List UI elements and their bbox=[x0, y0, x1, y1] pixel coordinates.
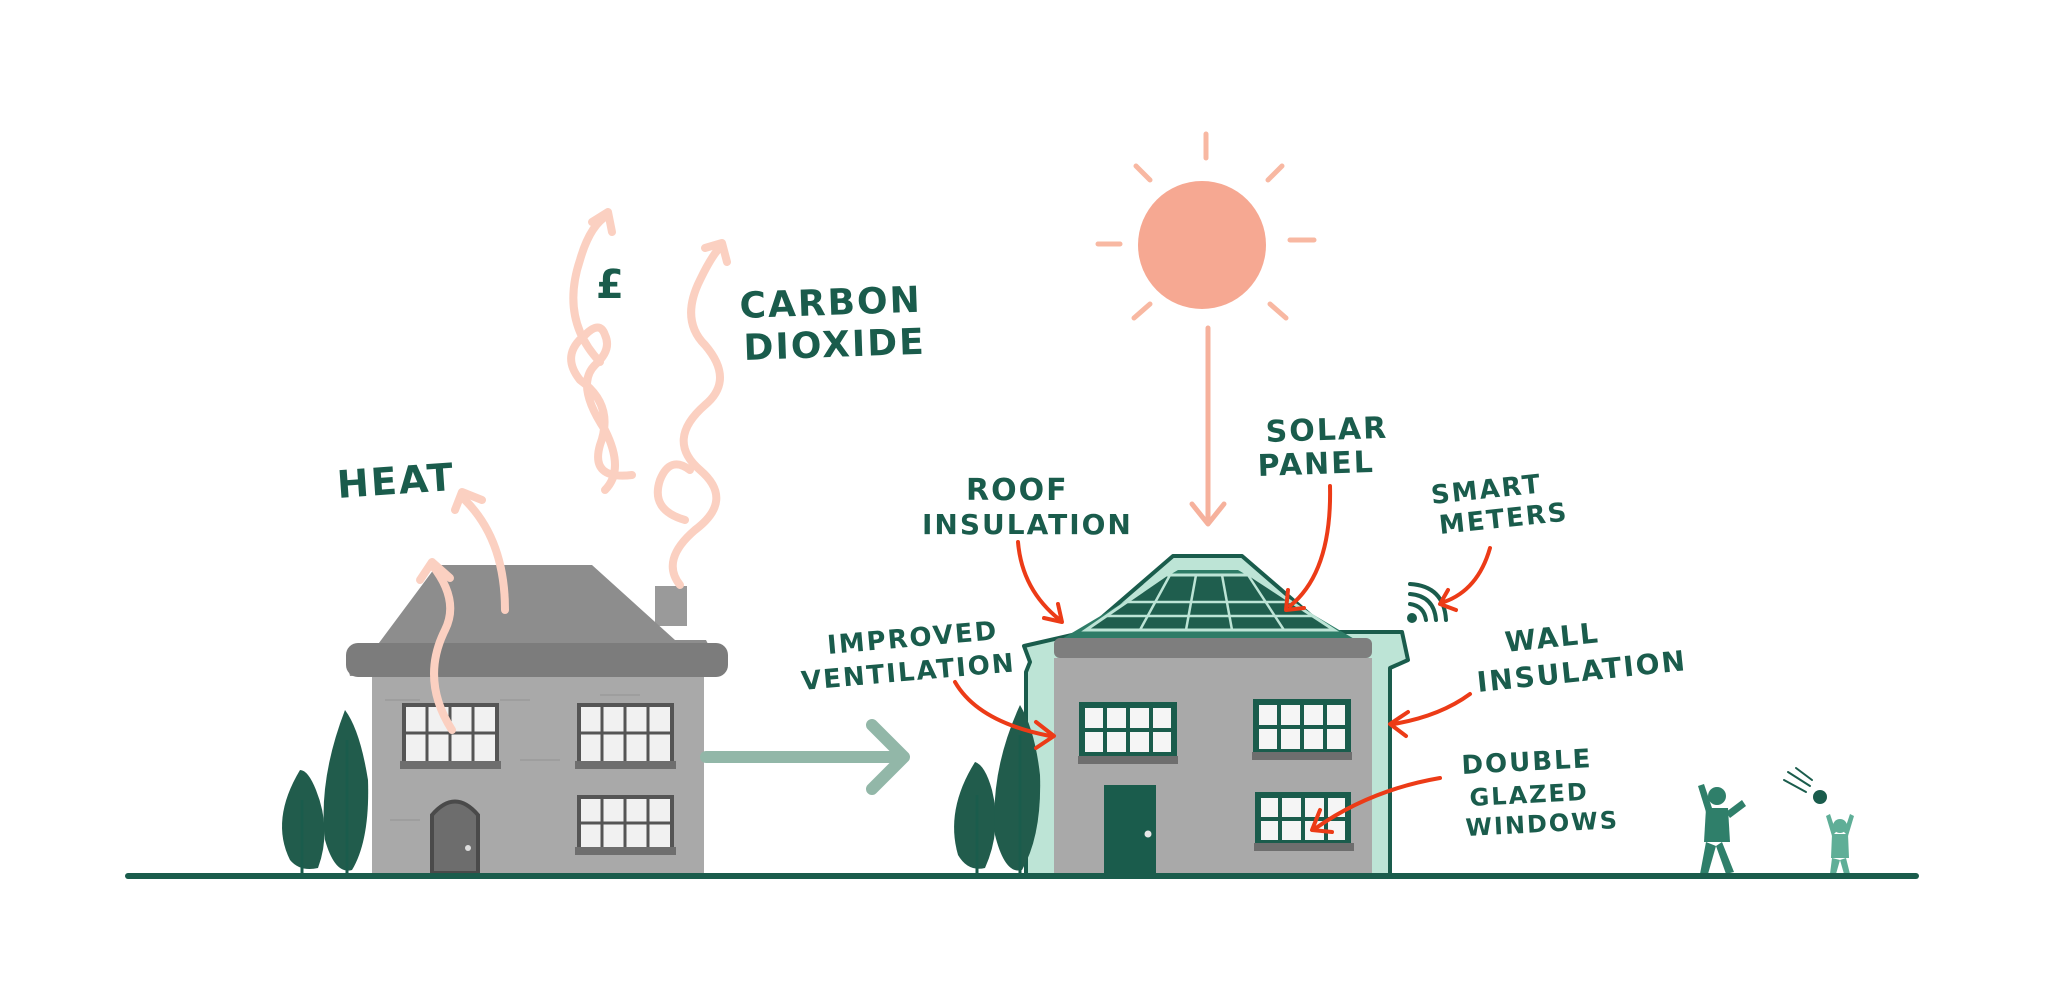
old-door bbox=[430, 799, 480, 875]
label-glazed-line2: GLAZED bbox=[1469, 778, 1590, 812]
carbon-arrow bbox=[668, 241, 726, 589]
new-eaves bbox=[1054, 638, 1372, 658]
person-adult bbox=[1698, 784, 1746, 874]
old-door-knob bbox=[465, 845, 471, 851]
label-roof-line2: INSULATION bbox=[922, 508, 1133, 541]
label-glazed-line3: WINDOWS bbox=[1465, 806, 1620, 842]
new-tree-tall bbox=[994, 705, 1041, 871]
person-child bbox=[1826, 814, 1854, 874]
new-door bbox=[1104, 785, 1156, 875]
wall-insulation-arrow bbox=[1392, 692, 1472, 726]
label-glazed-line1: DOUBLE bbox=[1461, 744, 1593, 781]
ventilation-arrow bbox=[953, 680, 1052, 738]
label-carbon-line2: DIOXIDE bbox=[743, 322, 927, 369]
annotation-arrows bbox=[953, 484, 1492, 834]
old-house bbox=[346, 565, 728, 875]
label-solar-line1: SOLAR bbox=[1265, 411, 1389, 450]
label-solar-line2: PANEL bbox=[1257, 445, 1375, 484]
label-carbon-line1: CARBON bbox=[739, 280, 923, 327]
sun-icon bbox=[1095, 131, 1317, 527]
old-eaves bbox=[346, 643, 728, 677]
new-tree-small bbox=[954, 762, 996, 869]
label-pound: £ bbox=[596, 262, 626, 308]
old-window-top-right bbox=[575, 703, 676, 769]
money-arrow-path bbox=[567, 323, 636, 494]
ball-motion-lines bbox=[1783, 767, 1813, 793]
double-glazed-arrow bbox=[1314, 776, 1442, 830]
old-window-bottom-right bbox=[575, 795, 676, 855]
ball bbox=[1813, 790, 1827, 804]
arrow-right-icon bbox=[700, 719, 910, 795]
new-window-top-right bbox=[1252, 699, 1352, 760]
emission-arrows bbox=[416, 208, 731, 734]
new-house-labels: ROOF INSULATION SOLAR PANEL SMART METERS… bbox=[800, 411, 1688, 842]
new-house-trees bbox=[954, 705, 1041, 875]
old-house-trees bbox=[282, 710, 369, 875]
smart-signal-icon bbox=[1407, 582, 1448, 623]
solar-panel bbox=[1081, 573, 1340, 632]
heat-arrow-left bbox=[428, 561, 456, 734]
new-window-bottom-right bbox=[1254, 792, 1354, 851]
old-window-top-left bbox=[400, 703, 501, 769]
heat-arrow-right bbox=[461, 496, 509, 614]
new-house bbox=[1022, 554, 1410, 877]
money-arrow bbox=[569, 211, 612, 366]
label-heat: HEAT bbox=[336, 455, 457, 507]
solar-panel-arrow bbox=[1288, 484, 1333, 608]
new-window-top-left bbox=[1078, 702, 1178, 764]
new-door-knob bbox=[1144, 830, 1152, 838]
label-roof-line1: ROOF bbox=[966, 473, 1069, 508]
roof-insulation-arrow bbox=[1016, 540, 1062, 622]
old-chimney bbox=[655, 586, 687, 626]
smart-meter-arrow bbox=[1442, 546, 1492, 604]
label-wall-line1: WALL bbox=[1503, 616, 1601, 659]
people-playing-icon bbox=[1698, 767, 1854, 874]
